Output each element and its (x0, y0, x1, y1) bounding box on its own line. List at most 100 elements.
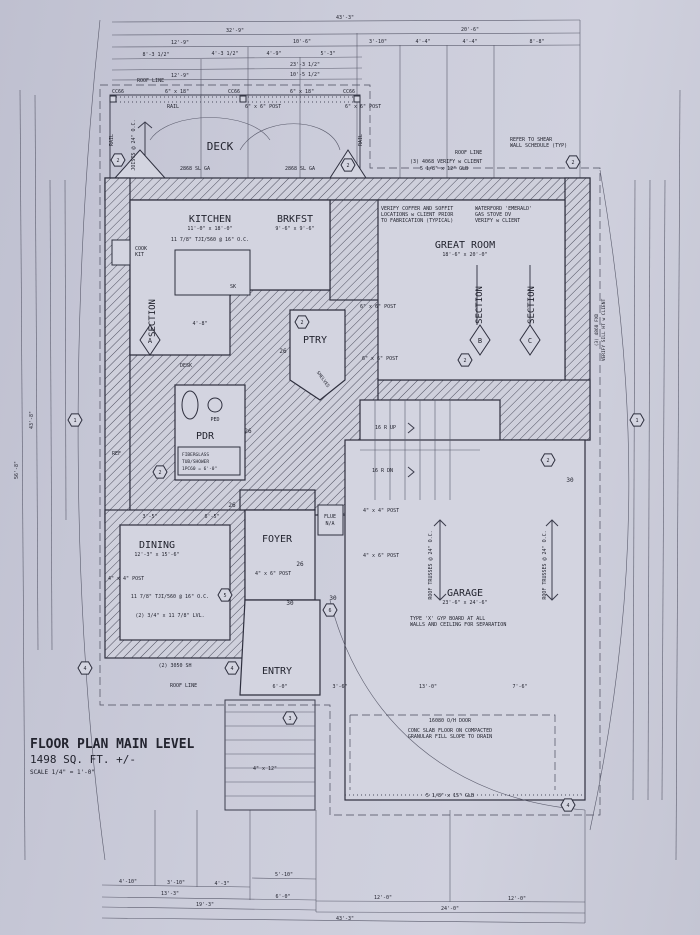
toilet-icon (181, 390, 199, 420)
roof-line-label: ROOF LINE (137, 78, 164, 84)
bottom-dimension-lines (101, 810, 586, 924)
dim-left: 56'-8" (14, 461, 20, 479)
note-stove: GAS STOVE DV (475, 212, 511, 218)
plan-title: FLOOR PLAN MAIN LEVEL (30, 737, 195, 752)
note-ref: REF (112, 451, 121, 457)
grid-marker-label: 4 (230, 666, 233, 672)
garage-door (329, 519, 586, 811)
room-label-ptry: PTRY (303, 335, 327, 346)
dim-top: 4'-3 1/2" (211, 51, 238, 57)
dim-top: 4'-4" (462, 39, 477, 45)
grid-marker-hexagon (217, 588, 233, 602)
foyer-room (244, 509, 316, 601)
tub-shower (177, 446, 241, 476)
grid-marker-hexagon (540, 453, 556, 467)
room-size-kitchen: 11'-0" x 18'-0" (187, 226, 232, 232)
note-post: 4" x 6" POST (363, 553, 399, 559)
post-icon (353, 95, 361, 103)
dim-top: 5'-3" (320, 51, 335, 57)
note-desk: DESK (180, 363, 192, 369)
door-tag: 26 (244, 428, 252, 435)
note-sink: SK (230, 284, 236, 290)
grid-marker-label: 6 (328, 608, 331, 614)
room-size-great-room: 18'-6" x 20'-0" (442, 252, 487, 258)
note-dining-lvl: (2) 3/4" x 11 7/8" LVL. (135, 613, 204, 619)
note-cc66: CC66 (228, 89, 240, 95)
section-label-a: SECTION (148, 299, 158, 337)
dim-top: 4'-4" (415, 39, 430, 45)
deck (109, 94, 367, 179)
dim-interior: 13'-0" (419, 684, 437, 690)
dim-bottom: 12'-0" (374, 895, 392, 901)
note-cc66: CC66 (343, 89, 355, 95)
section-markers (139, 265, 541, 356)
section-label-c: SECTION (527, 286, 537, 324)
dim-interior: 3'-6" (332, 684, 347, 690)
note-rail: RAIL (358, 134, 364, 146)
dim-left: 43'-8" (29, 411, 35, 429)
section-b-marker (469, 324, 491, 356)
dim-bottom: 3'-10" (167, 880, 185, 886)
note-shear: REFER TO SHEAR (510, 137, 553, 143)
grid-marker-label: 2 (571, 160, 574, 166)
garage-room (344, 439, 586, 801)
note-roof-trusses: ROOF TRUSSES @ 24" O.C. (542, 530, 548, 599)
plan-scale: SCALE 1/4" = 1'-0" (30, 769, 95, 776)
grid-marker-label: 3 (288, 716, 291, 722)
grid-marker-hexagon (629, 413, 645, 427)
note-deck-door: 2868 SL GA (180, 166, 210, 172)
note-post: 4" x 4" POST (108, 576, 144, 582)
dim-top: 12'-9" (171, 73, 189, 79)
note-stove: VERIFY w CLIENT (475, 218, 520, 224)
island (174, 249, 251, 296)
note-garage-beam: 5 1/8" x 15" GLB (426, 793, 474, 799)
note-flue: FLUE (324, 514, 336, 520)
note-post: 4" x 4" POST (363, 508, 399, 514)
roof-line-label: ROOF LINE (455, 150, 482, 156)
pantry-room (289, 309, 346, 401)
entry-room (239, 599, 321, 696)
grid-marker-label: 2 (463, 358, 466, 364)
note-coffer: LOCATIONS w CLIENT PRIOR (381, 212, 454, 218)
stair-treads (360, 400, 480, 500)
note-stair-header: 4" x 12" (253, 766, 277, 772)
rooms (111, 199, 586, 801)
grid-marker-hexagon (77, 661, 93, 675)
roof-line-label: ROOF LINE (170, 683, 197, 689)
grid-marker-label: 2 (116, 158, 119, 164)
grid-marker-hexagon (282, 711, 298, 725)
grid-marker-hexagon (565, 155, 581, 169)
note-stove: WATERFORD 'EMERALD' (475, 206, 532, 212)
section-mark-a: A (148, 337, 153, 345)
note-gyp-board: WALLS AND CEILING FOR SEPARATION (410, 622, 506, 628)
note-rail: RAIL (109, 134, 115, 146)
room-label-garage: GARAGE (447, 588, 483, 599)
room-size-brkfst: 9'-6" x 9'-6" (275, 226, 314, 232)
grid-marker-hexagon (560, 798, 576, 812)
dim-bottom: 4'-3" (214, 881, 229, 887)
grid-marker-label: 1 (73, 418, 76, 424)
dim-bottom: 43'-3" (336, 916, 354, 922)
room-size-dining: 12'-3" x 15'-6" (134, 552, 179, 558)
note-rail: RAIL (167, 104, 179, 110)
room-label-great-room: GREAT ROOM (435, 240, 495, 251)
roof-line (77, 19, 630, 861)
note-right-window: (3) 4868 FXD (594, 313, 600, 346)
note-post: 6" x 6" POST (360, 304, 396, 310)
dim-bottom: 12'-0" (508, 896, 526, 902)
dim-top: 3'-10" (369, 39, 387, 45)
grid-marker-hexagon (67, 413, 83, 427)
grid-marker-hexagon (110, 153, 126, 167)
note-post: 6" x 6" POST (362, 356, 398, 362)
dim-top: 43'-3" (336, 15, 354, 21)
grid-marker-label: 1 (635, 418, 638, 424)
section-mark-b: B (478, 337, 482, 345)
door-tag: 30 (329, 595, 337, 602)
dim-top: 32'-9" (226, 28, 244, 34)
side-dimension-lines (19, 89, 681, 861)
note-coffer: TO FABRICATION (TYPICAL) (381, 218, 453, 224)
plan-area: 1498 SQ. FT. +/- (30, 753, 136, 766)
room-label-pdr: PDR (196, 431, 215, 442)
dim-interior: 3'-5" (142, 514, 157, 520)
